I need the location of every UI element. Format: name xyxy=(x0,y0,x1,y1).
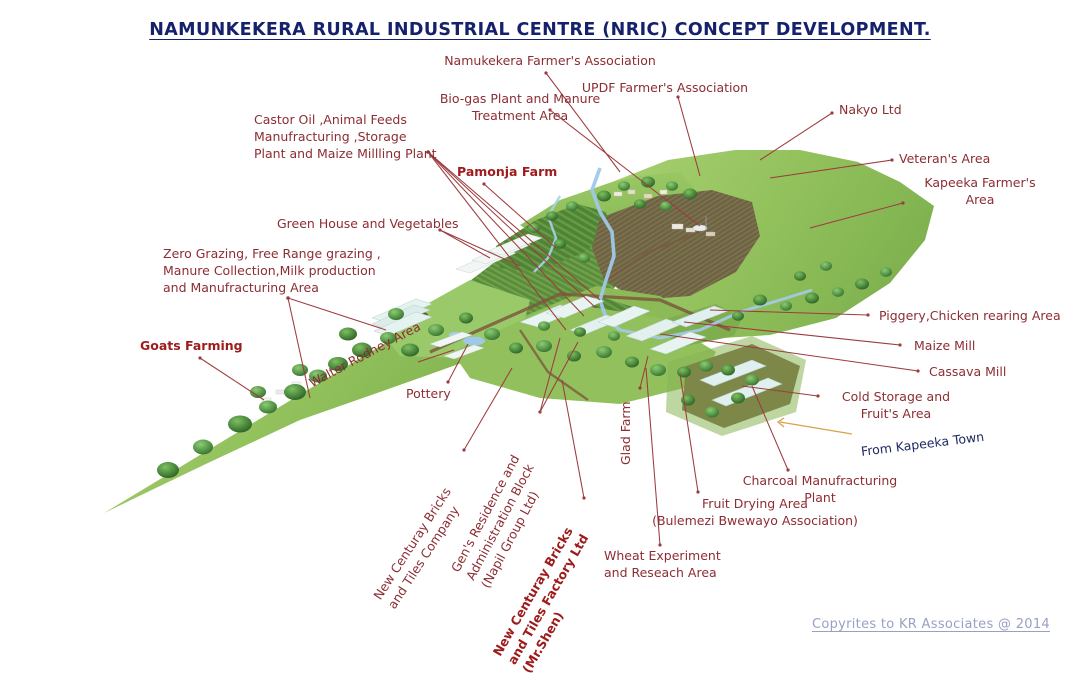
leader-wheat xyxy=(645,367,661,546)
pad-cold-storage-grass xyxy=(666,336,806,436)
leader-castor-1 xyxy=(427,151,601,301)
label-cold-storage: Cold Storage and Fruit's Area xyxy=(841,389,951,421)
terrain-landmass xyxy=(104,150,934,513)
leader-updf-farmers xyxy=(677,96,701,177)
label-kapeeka-farmers-area: Kapeeka Farmer's Area xyxy=(924,175,1036,207)
leader-greenhouse-2 xyxy=(439,229,491,259)
label-namukekera-farmers-association: Namukekera Farmer's Association xyxy=(444,53,656,68)
page-title: NAMUNKEKERA RURAL INDUSTRIAL CENTRE (NRI… xyxy=(149,20,931,40)
label-charcoal-plant: Charcoal Manufracturing Plant xyxy=(742,473,898,505)
leader-lines xyxy=(198,71,920,547)
label-bio-gas-plant: Bio-gas Plant and Manure Treatment Area xyxy=(439,91,601,123)
leader-pottery xyxy=(447,343,469,383)
label-glad-farm: Glad Farm xyxy=(618,401,633,465)
copyright-footer: Copyrites to KR Associates @ 2014 xyxy=(811,617,1050,632)
leader-bricks-factory xyxy=(561,379,585,499)
label-maize-mill: Maize Mill xyxy=(914,338,976,353)
leader-namukekera-farmers xyxy=(545,72,621,173)
leader-castor-3 xyxy=(427,151,585,317)
label-piggery-chicken: Piggery,Chicken rearing Area xyxy=(879,308,1061,323)
leader-pamonja xyxy=(483,183,557,249)
leader-from-kapeeka-arrow xyxy=(776,417,785,428)
field-plantation-rows-2 xyxy=(496,204,612,272)
leader-biogas xyxy=(549,109,701,227)
trees xyxy=(157,176,892,478)
leader-glad-farm xyxy=(639,355,649,389)
leader-castor-2 xyxy=(427,151,597,309)
leader-walter-rodney xyxy=(417,349,455,363)
leader-from-kapeeka xyxy=(779,421,853,435)
leader-gens-residence-2 xyxy=(539,341,579,413)
aerial-site-rendering xyxy=(104,71,934,547)
label-updf-farmers-association: UPDF Farmer's Association xyxy=(581,80,749,95)
leader-veterans xyxy=(769,159,893,179)
label-zero-grazing: Zero Grazing, Free Range grazing , Manur… xyxy=(163,246,381,295)
label-pottery: Pottery xyxy=(406,386,451,401)
leader-maize-mill xyxy=(683,321,901,346)
road-branch-dirt xyxy=(519,329,589,401)
leader-castor-4 xyxy=(427,151,567,331)
leader-goats xyxy=(199,357,265,401)
leader-cold-storage xyxy=(741,385,819,397)
leader-bricks-company xyxy=(463,367,513,451)
label-wheat-experiment: Wheat Experiment and Reseach Area xyxy=(604,548,721,580)
leader-greenhouse-1 xyxy=(439,229,521,267)
leader-piggery xyxy=(709,309,869,316)
river-lower xyxy=(619,288,813,340)
leader-nakyo xyxy=(759,112,833,161)
leader-zerograzing-2 xyxy=(287,297,311,399)
concept-map-page: NAMUNKEKERA RURAL INDUSTRIAL CENTRE (NRI… xyxy=(104,20,1061,676)
label-castor-oil: Castor Oil ,Animal Feeds Manufracturing … xyxy=(254,112,437,161)
label-nakyo-ltd: Nakyo Ltd xyxy=(839,102,902,117)
leader-fruit-drying xyxy=(679,373,699,493)
river xyxy=(590,167,622,332)
label-veterans-area: Veteran's Area xyxy=(899,151,991,166)
leader-gens-residence-1 xyxy=(539,337,561,413)
label-cassava-mill: Cassava Mill xyxy=(929,364,1007,379)
pond-1 xyxy=(463,336,485,346)
leader-cassava-mill xyxy=(659,333,919,372)
label-fruit-drying: Fruit Drying Area (Bulemezi Bwewayo Asso… xyxy=(652,496,858,528)
leader-kapeeka-farmers xyxy=(809,202,904,229)
label-green-house-vegetables: Green House and Vegetables xyxy=(277,216,459,231)
field-ploughed-central xyxy=(592,190,760,300)
road-upper-dirt xyxy=(603,230,701,283)
leader-charcoal xyxy=(751,385,789,471)
label-pamonja-farm: Pamonja Farm xyxy=(457,164,558,179)
river-branch xyxy=(533,195,562,273)
leader-zerograzing-1 xyxy=(287,297,387,331)
label-goats-farming: Goats Farming xyxy=(140,338,243,353)
